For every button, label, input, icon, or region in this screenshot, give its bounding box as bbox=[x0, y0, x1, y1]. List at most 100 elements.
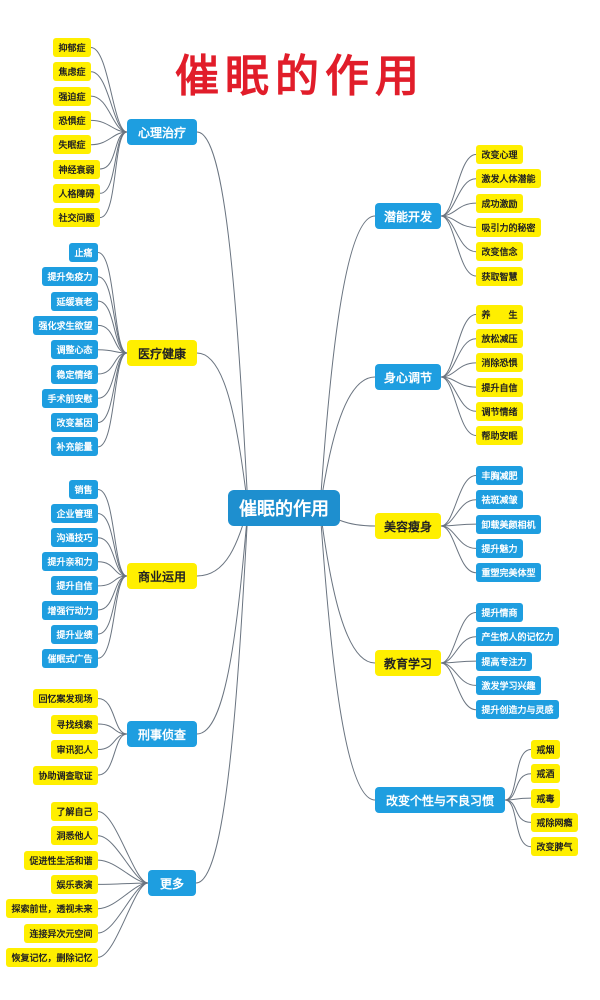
leaf-link bbox=[97, 811, 149, 884]
leaf-node: 促进性生活和谐 bbox=[24, 850, 98, 870]
center-topic: 催眠的作用 bbox=[228, 490, 340, 526]
leaf-node: 改变脾气 bbox=[531, 837, 578, 857]
leaf-link bbox=[97, 733, 128, 776]
category-node: 医疗健康 bbox=[127, 340, 197, 366]
leaf-link bbox=[440, 499, 477, 527]
leaf-node: 成功激励 bbox=[476, 193, 523, 213]
leaf-link bbox=[440, 338, 477, 378]
category-node: 商业运用 bbox=[127, 563, 197, 589]
category-node: 改变个性与不良习惯 bbox=[375, 787, 505, 813]
category-node: 心理治疗 bbox=[127, 119, 197, 145]
leaf-node: 提升亲和力 bbox=[42, 552, 98, 572]
center-link bbox=[319, 376, 376, 509]
leaf-node: 恐惧症 bbox=[53, 110, 91, 130]
leaf-node: 提升业绩 bbox=[51, 624, 98, 644]
center-link bbox=[196, 131, 249, 509]
leaf-node: 消除恐惧 bbox=[476, 353, 523, 373]
leaf-node: 调节情绪 bbox=[476, 401, 523, 421]
leaf-link bbox=[97, 575, 128, 659]
leaf-node: 激发学习兴趣 bbox=[476, 675, 541, 695]
leaf-link bbox=[99, 131, 128, 219]
leaf-node: 协助调查取证 bbox=[33, 765, 98, 785]
leaf-node: 神经衰弱 bbox=[53, 159, 100, 179]
leaf-node: 放松减压 bbox=[476, 329, 523, 349]
leaf-link bbox=[97, 882, 149, 934]
leaf-node: 强迫症 bbox=[53, 86, 91, 106]
leaf-link bbox=[97, 733, 128, 750]
leaf-node: 探索前世，透视未来 bbox=[6, 899, 98, 919]
leaf-node: 社交问题 bbox=[53, 208, 100, 228]
leaf-node: 销售 bbox=[69, 480, 98, 499]
leaf-node: 连接异次元空间 bbox=[24, 923, 98, 943]
leaf-node: 沟通技巧 bbox=[51, 528, 98, 548]
leaf-link bbox=[97, 698, 128, 735]
leaf-link bbox=[97, 882, 149, 885]
leaf-link bbox=[440, 612, 477, 664]
leaf-link bbox=[504, 749, 532, 801]
leaf-node: 手术前安慰 bbox=[42, 388, 98, 408]
leaf-link bbox=[504, 799, 532, 848]
leaf-link bbox=[440, 376, 477, 412]
leaf-node: 卸载美颜相机 bbox=[476, 514, 541, 534]
leaf-link bbox=[440, 314, 477, 378]
leaf-link bbox=[90, 95, 128, 133]
leaf-link bbox=[97, 489, 128, 577]
leaf-node: 激发人体潜能 bbox=[476, 169, 541, 189]
leaf-node: 增强行动力 bbox=[42, 600, 98, 620]
leaf-link bbox=[97, 276, 128, 354]
leaf-link bbox=[440, 154, 477, 217]
leaf-node: 戒烟 bbox=[531, 740, 560, 759]
category-node: 潜能开发 bbox=[375, 203, 441, 229]
leaf-node: 获取智慧 bbox=[476, 266, 523, 286]
leaf-node: 催眠式广告 bbox=[42, 648, 98, 668]
category-node: 教育学习 bbox=[375, 650, 441, 676]
leaf-link bbox=[99, 131, 128, 170]
leaf-node: 调整心态 bbox=[51, 340, 98, 360]
leaf-link bbox=[97, 352, 128, 399]
leaf-link bbox=[440, 376, 477, 436]
leaf-node: 帮助安眠 bbox=[476, 426, 523, 445]
leaf-link bbox=[440, 662, 477, 711]
leaf-node: 审讯犯人 bbox=[51, 740, 98, 759]
leaf-link bbox=[440, 525, 477, 549]
leaf-node: 强化求生欲望 bbox=[33, 315, 98, 335]
leaf-node: 抑郁症 bbox=[53, 38, 91, 57]
leaf-link bbox=[440, 202, 477, 217]
leaf-node: 提升免疫力 bbox=[42, 267, 98, 287]
leaf-node: 寻找线索 bbox=[51, 714, 98, 734]
leaf-node: 焦虑症 bbox=[53, 62, 91, 82]
leaf-link bbox=[440, 475, 477, 527]
leaf-node: 重塑完美体型 bbox=[476, 563, 541, 583]
center-link bbox=[195, 507, 249, 884]
category-node: 美容瘦身 bbox=[375, 513, 441, 539]
leaf-link bbox=[504, 773, 532, 801]
leaf-node: 人格障碍 bbox=[53, 183, 100, 203]
leaf-node: 改变信念 bbox=[476, 242, 523, 262]
leaf-link bbox=[97, 252, 128, 354]
leaf-link bbox=[97, 575, 128, 611]
leaf-link bbox=[440, 178, 477, 217]
leaf-link bbox=[440, 362, 477, 378]
leaf-node: 延缓衰老 bbox=[51, 291, 98, 311]
category-node: 身心调节 bbox=[375, 364, 441, 390]
leaf-node: 戒毒 bbox=[531, 788, 560, 808]
leaf-link bbox=[440, 215, 477, 277]
leaf-node: 失眠症 bbox=[53, 135, 91, 155]
leaf-node: 了解自己 bbox=[51, 802, 98, 821]
center-link bbox=[319, 215, 376, 509]
leaf-node: 提升魅力 bbox=[476, 538, 523, 558]
leaf-node: 回忆案发现场 bbox=[33, 689, 98, 708]
leaf-node: 丰胸减肥 bbox=[476, 466, 523, 485]
leaf-link bbox=[504, 799, 532, 823]
leaf-link bbox=[90, 47, 128, 133]
leaf-node: 补充能量 bbox=[51, 437, 98, 457]
leaf-node: 提升情商 bbox=[476, 603, 523, 622]
leaf-link bbox=[97, 537, 128, 577]
leaf-link bbox=[97, 352, 128, 448]
leaf-link bbox=[97, 835, 149, 884]
leaf-node: 产生惊人的记忆力 bbox=[476, 627, 559, 647]
leaf-node: 养 生 bbox=[476, 305, 523, 324]
leaf-link bbox=[97, 723, 128, 735]
leaf-link bbox=[440, 636, 477, 664]
